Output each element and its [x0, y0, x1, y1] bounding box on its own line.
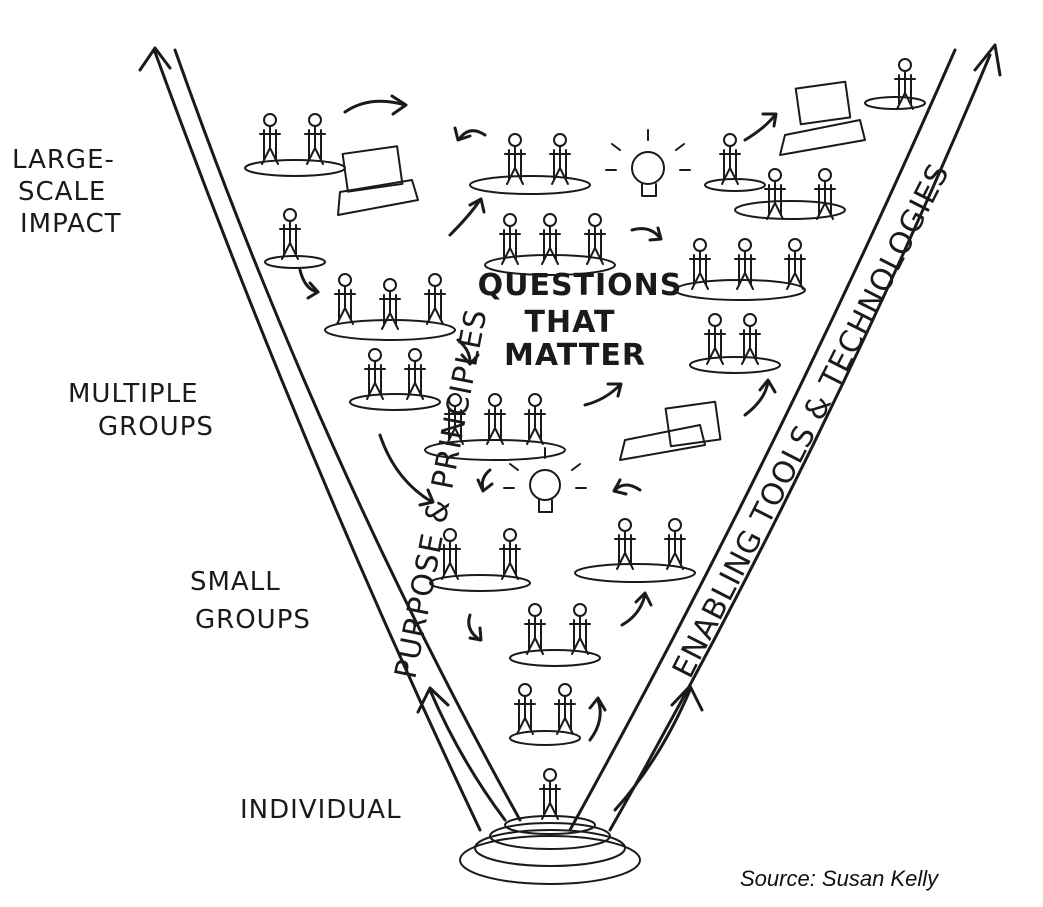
bottom-right-arrow: [613, 684, 704, 812]
figure-group: [429, 528, 531, 592]
figure-group: [674, 238, 806, 301]
figure-group: [864, 58, 926, 110]
bottom-left-arrow: [416, 686, 507, 822]
figure-group: [484, 213, 616, 276]
funnel-right-boundary: [568, 43, 1002, 832]
laptop-icon: [779, 80, 866, 156]
level-label-large-scale-2: SCALE: [18, 177, 106, 207]
figure-group: [689, 313, 781, 374]
figure-group: [349, 348, 441, 411]
level-label-individual: INDIVIDUAL: [240, 795, 402, 825]
funnel-left-boundary: [138, 46, 522, 832]
figure-group: [244, 113, 346, 177]
laptop-icon: [619, 400, 722, 461]
figure-group: [704, 133, 766, 192]
flow-arrows: [298, 94, 778, 742]
pedestal: [459, 815, 641, 885]
lightbulb-icon: [503, 447, 587, 513]
right-axis-label: ENABLING TOOLS & TECHNOLOGIES: [666, 158, 957, 684]
figure-group: [424, 393, 566, 461]
level-label-small-1: SMALL: [190, 567, 281, 597]
level-label-multiple-1: MULTIPLE: [68, 379, 199, 409]
figure-group: [264, 208, 326, 269]
center-title-line2: THAT: [525, 305, 616, 340]
lightbulb-icon: [605, 129, 691, 197]
center-title-line1: QUESTIONS: [478, 268, 683, 303]
level-label-large-scale-3: IMPACT: [20, 209, 121, 239]
figure-group: [574, 518, 696, 583]
level-label-small-2: GROUPS: [195, 605, 311, 635]
figure-group: [469, 133, 591, 195]
figure-group: [734, 168, 846, 220]
center-title-line3: MATTER: [504, 338, 646, 373]
left-axis-label: PURPOSE & PRINCIPLES: [388, 306, 494, 682]
level-label-large-scale-1: LARGE-: [12, 145, 115, 175]
source-credit: Source: Susan Kelly: [740, 866, 939, 891]
level-label-multiple-2: GROUPS: [98, 412, 214, 442]
figure-group: [509, 603, 601, 667]
figure-group: [324, 273, 456, 341]
laptop-icon: [337, 145, 419, 216]
individual-figure: [539, 768, 561, 820]
figure-group: [509, 683, 581, 746]
